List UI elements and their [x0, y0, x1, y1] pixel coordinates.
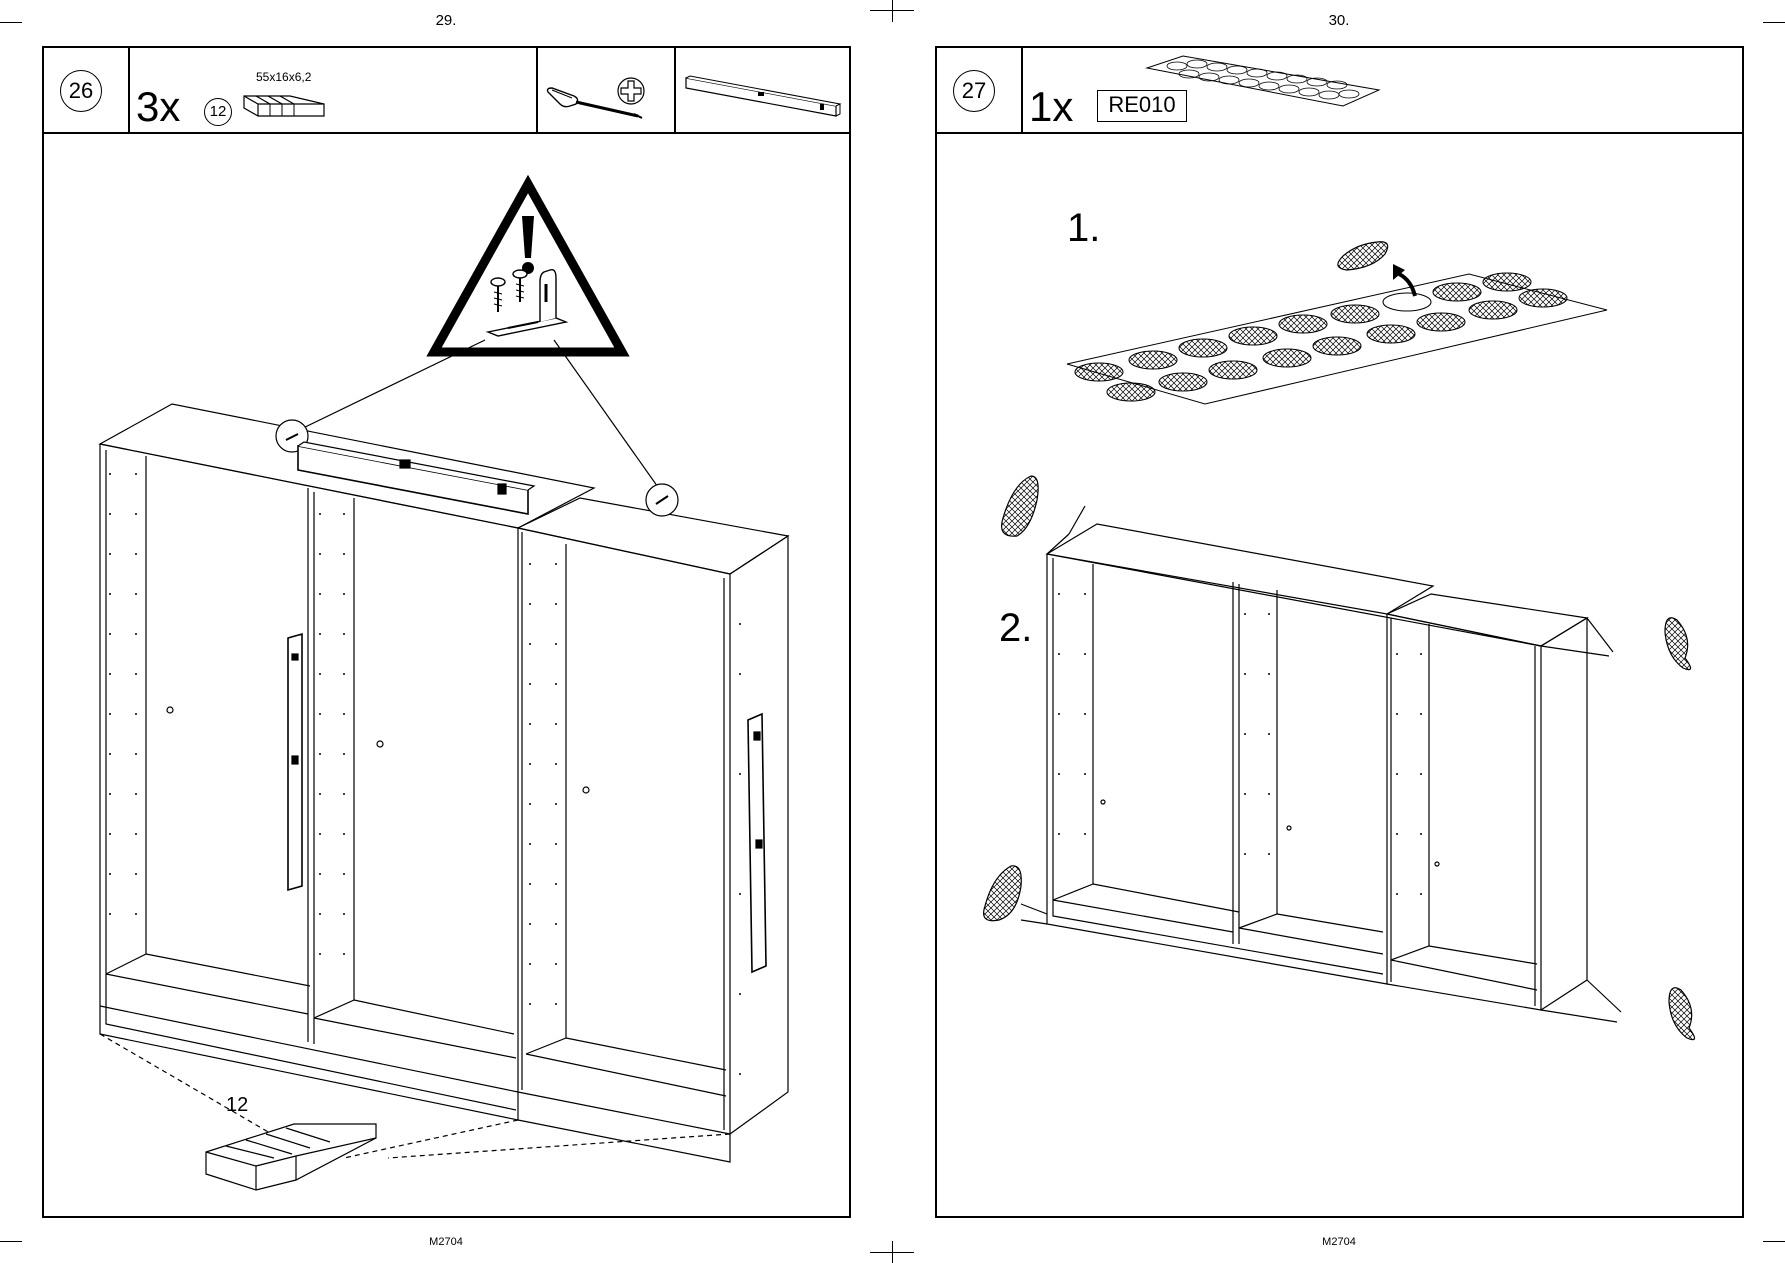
step-26-header: 26 3x 12 55x16x6,2: [44, 48, 849, 134]
page-number: 29.: [0, 12, 892, 29]
parts-cell: 3x 12 55x16x6,2: [130, 48, 538, 132]
wedge-icon: [242, 90, 326, 120]
part-dimensions: 55x16x6,2: [256, 70, 311, 84]
wardrobe-assembly-illustration: [44, 134, 849, 1216]
crop-mark: [1763, 1241, 1785, 1242]
crop-mark: [0, 1241, 22, 1242]
page-29: 29. 26 3x 12 55x16x6,2: [0, 0, 892, 1263]
phillips-head-icon: [616, 76, 646, 106]
model-code: M2704: [893, 1236, 1785, 1248]
tool-cell-screwdriver: [538, 48, 676, 132]
crop-mark: [870, 1252, 914, 1253]
page-30: 30. 27 1x RE010 1. 2.: [893, 0, 1785, 1263]
crop-mark: [1763, 22, 1785, 23]
part-quantity: 1x: [1029, 86, 1073, 128]
part-quantity: 3x: [136, 86, 180, 128]
parts-cell: 1x RE010: [1023, 48, 1744, 132]
felt-pad-sheet-icon: [1143, 54, 1393, 114]
step-26-frame: 26 3x 12 55x16x6,2: [42, 46, 851, 1218]
step-number-cell: 26: [44, 48, 130, 132]
page-number: 30.: [893, 12, 1785, 29]
step-number: 26: [60, 70, 102, 112]
crop-mark: [0, 22, 22, 23]
step-27-header: 27 1x RE010: [937, 48, 1742, 134]
felt-pad-assembly-illustration: [937, 134, 1742, 1216]
tool-cell-level: [676, 48, 851, 132]
model-code: M2704: [0, 1236, 892, 1248]
crop-mark: [870, 10, 914, 11]
spirit-level-icon: [682, 76, 842, 120]
step-number-cell: 27: [937, 48, 1023, 132]
wedge-stack-detail: [204, 1098, 404, 1208]
step-27-frame: 27 1x RE010 1. 2.: [935, 46, 1744, 1218]
crop-mark: [892, 0, 893, 22]
step-number: 27: [953, 70, 995, 112]
part-number: 12: [204, 98, 232, 126]
